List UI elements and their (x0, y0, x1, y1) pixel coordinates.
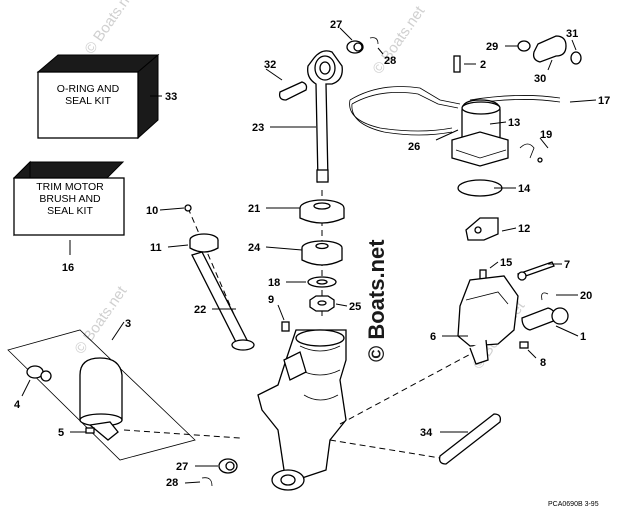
callout-23: 23 (252, 122, 264, 134)
leader-lines (111, 39, 597, 433)
watermark-faint: © Boats.net (81, 0, 140, 57)
callout-28: 28 (384, 55, 396, 67)
callout-11: 11 (150, 242, 162, 254)
callout-3: 3 (125, 318, 131, 330)
callout-30: 30 (534, 73, 546, 85)
pump-assembly (438, 217, 569, 465)
kit-label-line: O-RING AND (57, 83, 120, 95)
callout-13: 13 (508, 117, 520, 129)
callout-18: 18 (268, 277, 280, 289)
callout-4: 4 (14, 399, 21, 411)
callout-27b: 27 (176, 461, 188, 473)
callout-17: 17 (598, 95, 610, 107)
callout-27: 27 (330, 19, 342, 31)
cylinder-bracket (123, 329, 479, 491)
callout-25: 25 (349, 301, 361, 313)
callout-15: 15 (500, 257, 512, 269)
callout-21: 21 (248, 203, 260, 215)
callout-8: 8 (540, 357, 546, 369)
oring-seal-kit-box: O-RING AND SEAL KIT 33 (36, 53, 177, 140)
callout-12: 12 (518, 223, 530, 235)
watermark-faint: © Boats.net (71, 282, 130, 357)
piston-stack (299, 190, 345, 320)
trim-motor-kit-box: TRIM MOTOR BRUSH AND SEAL KIT 16 (12, 160, 125, 274)
kit-label-line: BRUSH AND (39, 193, 101, 205)
kit-label-line: TRIM MOTOR (36, 181, 104, 193)
callout-26: 26 (408, 141, 420, 153)
callout-10: 10 (146, 205, 158, 217)
callout-1: 1 (580, 331, 586, 343)
reservoir-assembly (7, 329, 196, 461)
callout-29: 29 (486, 41, 498, 53)
callout-19: 19 (540, 129, 552, 141)
callout-32: 32 (264, 59, 276, 71)
callout-6: 6 (430, 331, 436, 343)
callout-22: 22 (194, 304, 206, 316)
callout-34: 34 (420, 427, 433, 439)
callout-33: 33 (165, 91, 177, 103)
callout-28b: 28 (166, 477, 178, 489)
callout-14: 14 (518, 183, 531, 195)
kit-label-line: SEAL KIT (47, 205, 93, 217)
callout-7: 7 (564, 259, 570, 271)
callout-16: 16 (62, 262, 74, 274)
motor-assembly (349, 55, 561, 197)
callout-31: 31 (566, 28, 578, 40)
kit-label-line: SEAL KIT (65, 95, 111, 107)
trim-rod-assembly (159, 204, 290, 351)
watermark-vertical: © Boats.net (364, 239, 389, 362)
callout-20: 20 (580, 290, 592, 302)
callout-2: 2 (480, 59, 486, 71)
callout-5: 5 (58, 427, 64, 439)
valve-parts-top (517, 35, 582, 65)
watermark-faint: © Boats.net (369, 2, 428, 77)
upper-rod-assembly (278, 27, 384, 183)
drawing-code: PCA0690B 3-95 (548, 501, 599, 508)
callout-labels: 1 2 3 4 5 6 7 8 9 10 11 12 13 14 15 17 1… (14, 19, 610, 489)
callout-24: 24 (248, 242, 261, 254)
callout-9: 9 (268, 294, 274, 306)
